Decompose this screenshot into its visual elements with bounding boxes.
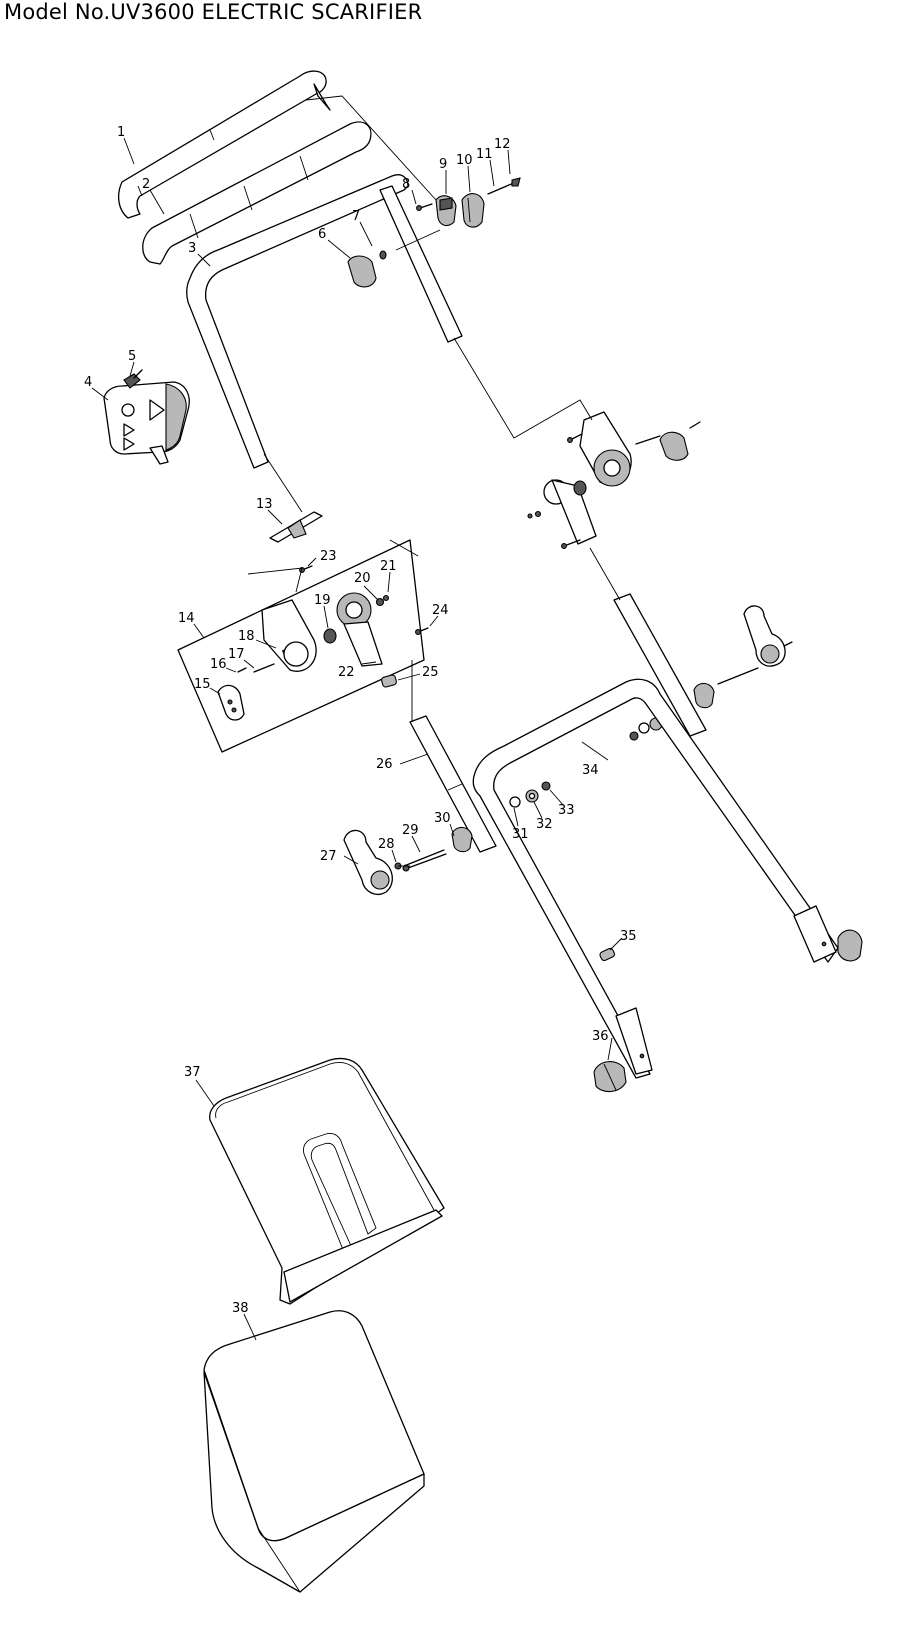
part-23-screw bbox=[299, 565, 313, 573]
right-end-knob bbox=[837, 929, 863, 962]
part-label-8: 8 bbox=[402, 177, 410, 192]
part-label-15: 15 bbox=[194, 677, 211, 692]
part-6-knob bbox=[347, 255, 377, 288]
part-label-30: 30 bbox=[434, 811, 451, 826]
part-label-2: 2 bbox=[142, 177, 150, 192]
part-label-35: 35 bbox=[620, 929, 637, 944]
part-33-nut bbox=[541, 781, 551, 791]
part-label-7: 7 bbox=[352, 209, 360, 224]
assembly-connection-lines bbox=[247, 95, 621, 867]
part-label-25: 25 bbox=[422, 665, 439, 680]
part-2-foam-grip bbox=[142, 121, 372, 265]
right-washers bbox=[629, 717, 663, 741]
part-24-screw bbox=[415, 627, 429, 635]
part-20-gear-plate bbox=[336, 592, 383, 667]
part-label-17: 17 bbox=[228, 647, 245, 662]
part-13-cable-holder bbox=[269, 511, 323, 543]
part-label-20: 20 bbox=[354, 571, 371, 586]
part-18-lower-bracket bbox=[261, 599, 317, 672]
part-14-assembly-group bbox=[177, 539, 425, 753]
part-label-6: 6 bbox=[318, 227, 326, 242]
part-label-33: 33 bbox=[558, 803, 575, 818]
part-3-upper-handle bbox=[186, 174, 463, 469]
part-label-37: 37 bbox=[184, 1065, 201, 1080]
part-35-screw bbox=[599, 947, 616, 962]
part-34-lower-handle bbox=[472, 678, 839, 1079]
part-8-screw bbox=[416, 203, 433, 211]
part-15-lever bbox=[217, 684, 245, 721]
page-title: Model No.UV3600 ELECTRIC SCARIFIER bbox=[4, 0, 423, 24]
part-36-knob bbox=[593, 1061, 627, 1093]
part-25-spacer bbox=[381, 674, 397, 688]
part-label-32: 32 bbox=[536, 817, 553, 832]
part-label-9: 9 bbox=[439, 157, 447, 172]
part-21-nut bbox=[375, 594, 390, 607]
part-11-12-bolt bbox=[487, 177, 521, 195]
part-27-clamp-lever bbox=[343, 829, 393, 895]
part-label-10: 10 bbox=[456, 153, 473, 168]
part-label-27: 27 bbox=[320, 849, 337, 864]
part-label-5: 5 bbox=[128, 349, 136, 364]
part-7-washer bbox=[379, 250, 387, 260]
part-label-24: 24 bbox=[432, 603, 449, 618]
upper-right-bracket bbox=[567, 411, 701, 487]
part-19-bushing bbox=[323, 628, 337, 644]
part-number-labels: 1 2 3 4 5 6 7 8 9 10 11 12 13 14 15 16 1… bbox=[84, 125, 637, 1316]
part-label-19: 19 bbox=[314, 593, 331, 608]
part-label-11: 11 bbox=[476, 147, 493, 162]
part-label-12: 12 bbox=[494, 137, 511, 152]
part-label-13: 13 bbox=[256, 497, 273, 512]
part-label-36: 36 bbox=[592, 1029, 609, 1044]
part-label-38: 38 bbox=[232, 1301, 249, 1316]
part-31-washer bbox=[509, 796, 521, 808]
part-label-31: 31 bbox=[512, 827, 529, 842]
mid-right-bracket bbox=[527, 479, 597, 549]
part-label-23: 23 bbox=[320, 549, 337, 564]
part-label-26: 26 bbox=[376, 757, 393, 772]
part-label-34: 34 bbox=[582, 763, 599, 778]
part-label-29: 29 bbox=[402, 823, 419, 838]
part-16-17-pin bbox=[237, 663, 275, 673]
part-29-bolt bbox=[402, 849, 447, 872]
part-32-washer bbox=[525, 789, 539, 803]
part-label-18: 18 bbox=[238, 629, 255, 644]
label-leader-lines bbox=[91, 137, 623, 1341]
part-10-clamp-knob bbox=[461, 193, 485, 228]
part-label-3: 3 bbox=[188, 241, 196, 256]
part-label-16: 16 bbox=[210, 657, 227, 672]
part-4-switch-box bbox=[103, 381, 190, 465]
part-38-grass-bag bbox=[203, 1310, 425, 1593]
part-1-top-handle bbox=[117, 70, 331, 219]
part-37-bag-frame bbox=[209, 1057, 445, 1305]
part-label-21: 21 bbox=[380, 559, 397, 574]
part-label-22: 22 bbox=[338, 665, 355, 680]
part-label-28: 28 bbox=[378, 837, 395, 852]
right-connector-tube bbox=[613, 593, 707, 737]
part-9-clamp bbox=[435, 195, 457, 227]
part-30-sleeve bbox=[451, 826, 473, 853]
part-label-14: 14 bbox=[178, 611, 195, 626]
part-5-cable-clip bbox=[123, 369, 143, 389]
right-clamp-lever bbox=[693, 605, 793, 709]
part-label-1: 1 bbox=[117, 125, 125, 140]
part-label-4: 4 bbox=[84, 375, 92, 390]
part-26-connector-tube bbox=[409, 715, 497, 853]
